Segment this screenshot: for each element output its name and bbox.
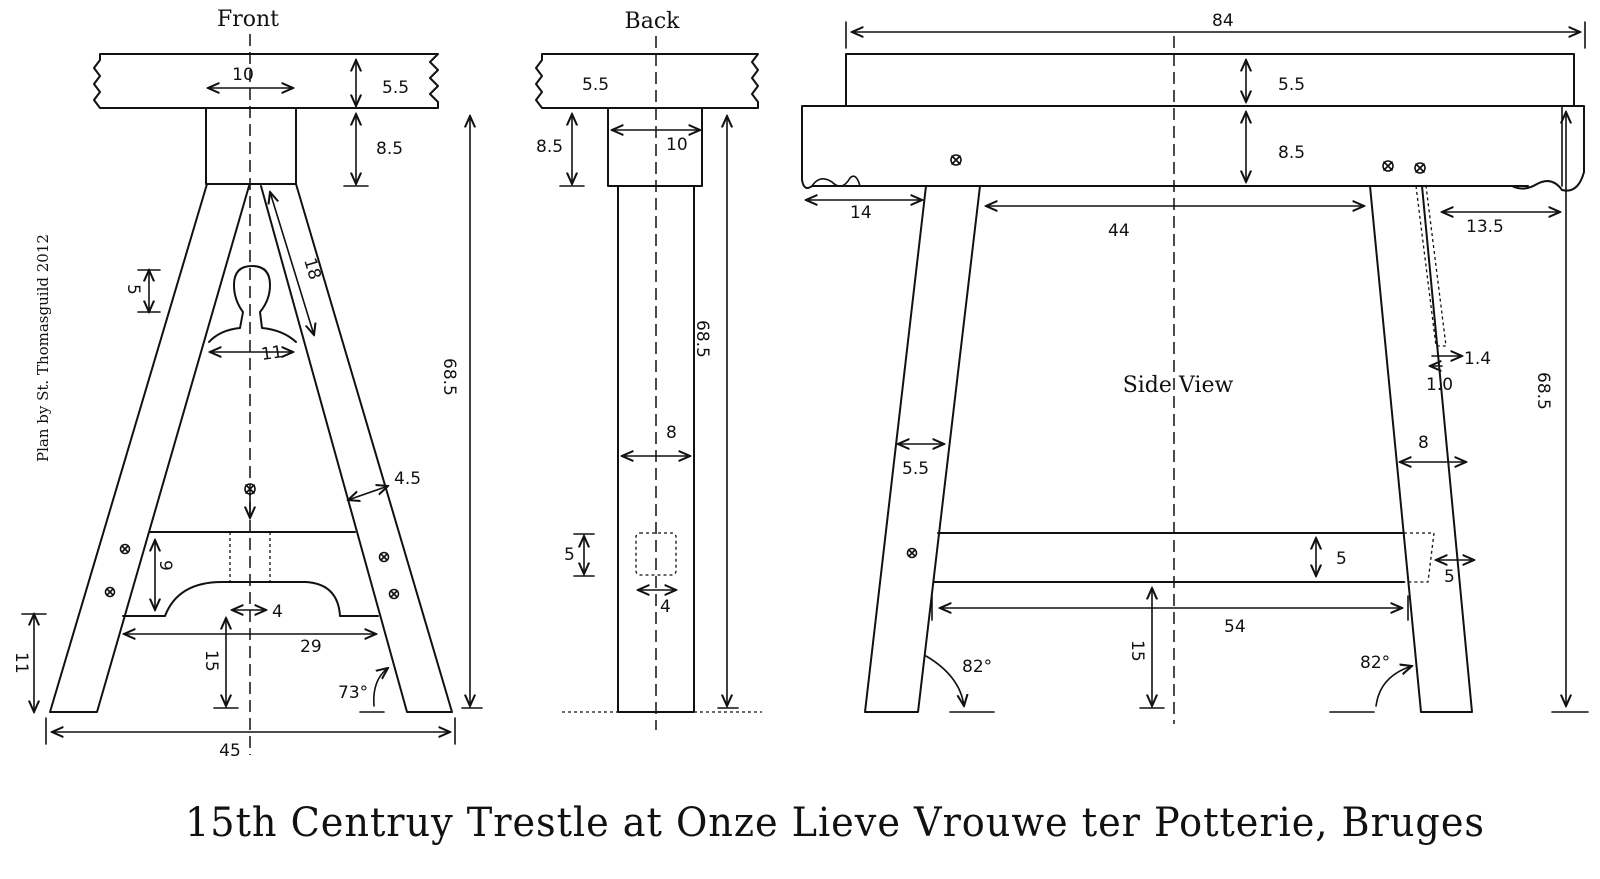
front-dim-beam-height: 5.5 [382, 78, 409, 98]
back-dim-height: 68.5 [692, 320, 712, 358]
side-dim-rail-extension: 5 [1444, 567, 1455, 587]
side-stretcher [933, 532, 1405, 583]
back-view: Back 5.5 8.5 10 68.5 8 5 4 [535, 9, 762, 730]
side-view: Side View 84 5.5 8.5 14 44 13.5 1.4 1.0 … [801, 11, 1589, 724]
front-right-leg [260, 183, 453, 713]
front-dim-slot-height: 5 [123, 284, 143, 295]
side-dim-block-height: 8.5 [1278, 143, 1305, 163]
front-view-title: Front [217, 7, 279, 32]
front-dim-rail-length: 29 [300, 637, 322, 657]
side-dim-beam-height: 5.5 [1278, 75, 1305, 95]
back-dim-block-width: 10 [666, 135, 688, 155]
front-dim-rail-height: 9 [155, 560, 175, 571]
side-dim-rail-length: 54 [1224, 617, 1246, 637]
front-peg-icons [104, 483, 400, 600]
side-right-leg [1369, 185, 1473, 713]
front-dim-tenon-width: 4 [272, 602, 283, 622]
front-dim-clearance: 15 [201, 650, 221, 672]
front-view: Front 10 5.5 8.5 68 [11, 7, 483, 761]
side-top-beam [845, 53, 1575, 107]
front-dim-base-width: 45 [219, 741, 241, 761]
plan-caption: 15th Centruy Trestle at Onze Lieve Vrouw… [185, 800, 1485, 846]
front-dim-cutout-width: 11 [260, 342, 284, 365]
front-dim-angle: 73° [338, 683, 368, 703]
side-dim-left-overhang: 14 [850, 203, 872, 223]
front-dim-foot-height: 11 [11, 652, 31, 674]
side-view-title: Side View [1123, 373, 1234, 398]
back-beam [535, 53, 759, 109]
back-top-block [607, 107, 703, 187]
back-dim-beam-height: 5.5 [582, 75, 609, 95]
front-top-block [205, 107, 297, 185]
side-dim-right-overhang: 13.5 [1466, 217, 1504, 237]
back-dim-mortise-width: 4 [660, 597, 671, 617]
side-dim-rail-height: 5 [1336, 549, 1347, 569]
front-dim-leg-width: 4.5 [394, 469, 421, 489]
front-dim-block-height: 8.5 [376, 139, 403, 159]
back-dim-mortise-height: 5 [564, 545, 575, 565]
side-dim-slot-w2: 1.0 [1426, 375, 1453, 395]
back-view-title: Back [625, 9, 681, 34]
plan-credit: Plan by St. Thomasguild 2012 [34, 234, 52, 462]
side-dim-inner-span: 44 [1108, 221, 1130, 241]
front-dim-top-width: 10 [232, 65, 254, 85]
back-mortise [635, 532, 677, 576]
side-dim-leg-thickness: 5.5 [902, 459, 929, 479]
side-left-leg [864, 185, 981, 713]
side-dim-total-length: 84 [1212, 11, 1234, 31]
back-dim-block-height: 8.5 [536, 137, 563, 157]
side-dim-leg-width: 8 [1418, 433, 1429, 453]
side-header-block [801, 105, 1585, 192]
side-peg-icons [906, 154, 1426, 559]
front-dim-leg-length: 18 [299, 256, 324, 283]
front-keyhole-cutout [208, 265, 297, 343]
front-left-leg [49, 183, 250, 713]
front-lower-rail [122, 581, 379, 617]
back-dim-leg-width: 8 [666, 423, 677, 443]
side-dim-angle-left: 82° [962, 657, 992, 677]
side-dim-clearance: 15 [1127, 640, 1147, 662]
front-beam [93, 53, 439, 109]
side-dim-height: 68.5 [1533, 372, 1553, 410]
front-dim-height: 68.5 [439, 358, 459, 396]
side-dim-angle-right: 82° [1360, 653, 1390, 673]
side-dim-slot-w1: 1.4 [1464, 349, 1491, 369]
